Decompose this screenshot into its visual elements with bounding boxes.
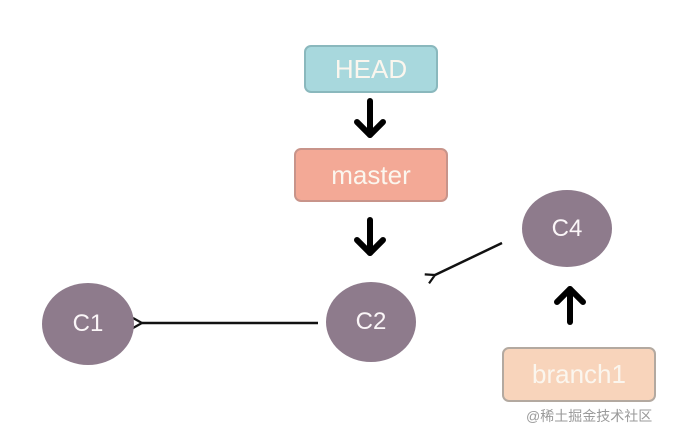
arrow-head-to-master xyxy=(354,98,386,138)
commit-c4: C4 xyxy=(522,190,612,267)
commit-c2: C2 xyxy=(326,282,416,362)
ref-branch1: branch1 xyxy=(502,347,656,402)
commit-c1-label: C1 xyxy=(72,310,104,337)
commit-c1: C1 xyxy=(42,283,134,365)
arrow-branch1-to-c4 xyxy=(554,286,586,325)
ref-master-label: master xyxy=(331,159,411,190)
ref-head-label: HEAD xyxy=(334,53,408,84)
ref-head: HEAD xyxy=(304,45,438,93)
ref-master: master xyxy=(294,148,448,202)
commit-c2-label: C2 xyxy=(355,308,387,335)
commit-c4-label: C4 xyxy=(551,214,583,242)
watermark: @稀土掘金技术社区 xyxy=(526,408,653,424)
arrow-master-to-c2 xyxy=(354,217,386,256)
arrow-c4-to-c2 xyxy=(435,241,503,275)
ref-branch1-label: branch1 xyxy=(532,359,626,389)
